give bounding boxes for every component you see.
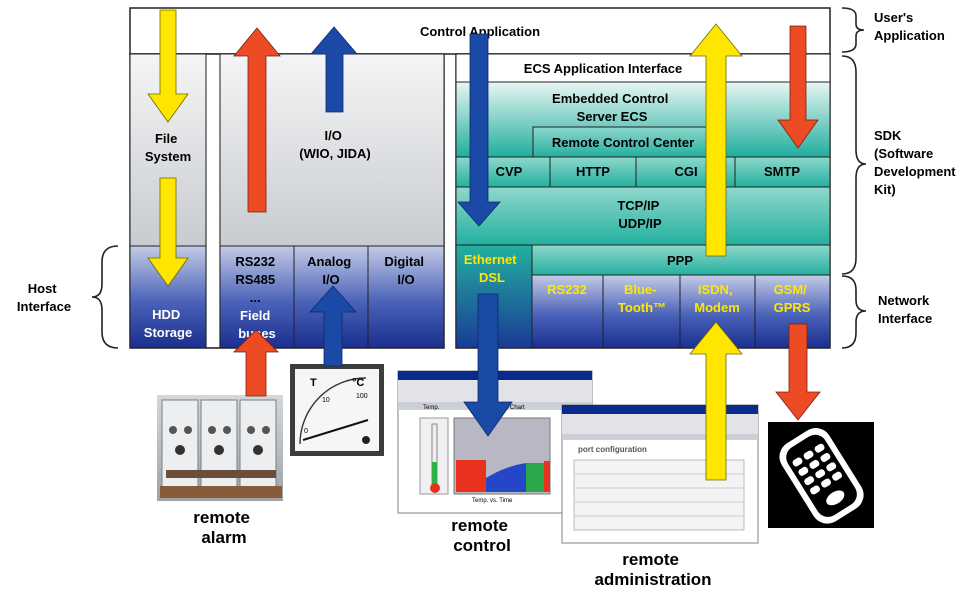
remote-alarm-photo [157,395,283,501]
interface-isdn: ISDN, Modem [694,282,740,315]
meter-up-arrow [309,285,357,367]
control-tab-chart: Chart [510,405,525,411]
digital-io-label: Digital I/O [384,254,427,287]
ethernet-label: Ethernet DSL [464,252,520,285]
ecs-server-label: Embedded Control Server ECS [552,91,672,124]
meter-label: T [310,377,317,389]
protocol-cvp: CVP [496,164,523,179]
file-system-down-arrow [147,9,189,123]
alarm-up-arrow [233,329,279,397]
meter-scale-high: 100 [356,393,368,400]
meter-unit: °C [352,377,364,389]
sdk-label: SDK (Software Development Kit) [874,128,959,197]
interface-gsm: GSM/ GPRS [774,282,811,315]
control-application-label: Control Application [420,24,540,39]
host-interface-label: Host Interface [17,281,71,314]
users-application-label: User's Application [874,10,945,43]
digital-io-box [367,245,445,349]
analog-meter: T °C 0 10 100 [290,364,384,456]
gsm-down-arrow [775,323,821,421]
protocol-cgi: CGI [674,164,697,179]
remote-administration-window: port configuration [561,404,759,544]
network-interface-row [531,274,831,349]
interface-bluetooth: Blue- Tooth™ [618,282,666,315]
ethernet-down-arrow [457,33,501,227]
protocol-row [455,156,831,188]
control-axis-label: Temp. vs. Time [472,498,513,504]
remote-control-down-arrow [463,293,513,437]
hdd-storage-label: HDD Storage [144,307,192,340]
protocol-smtp: SMTP [764,164,800,179]
file-system-label: File System [145,131,191,164]
meter-scale-low: 0 [304,428,308,435]
smtp-down-arrow [777,25,819,149]
meter-scale-mid: 10 [322,397,330,404]
host-interface-brace [91,245,119,349]
admin-window-title: port configuration [578,445,647,454]
network-interface-label: Network Interface [878,293,933,326]
remote-control-label: remote control [451,516,512,555]
ecs-interface-box [455,53,831,83]
io-blue-up-arrow [310,26,358,113]
admin-up-arrow [689,321,743,481]
remote-control-center-box [532,126,714,158]
analog-io-label: Analog I/O [307,254,355,287]
remote-administration-label: remote administration [594,550,711,589]
remote-control-center-label: Remote Control Center [552,135,694,150]
tcpip-label: TCP/IP UDP/IP [617,198,662,231]
ppp-label: PPP [667,253,693,268]
ppp-box [531,244,831,276]
storage-down-arrow [147,177,189,287]
sdk-brace [841,55,867,275]
remote-alarm-label: remote alarm [193,508,254,547]
network-interface-brace [841,275,867,349]
host-gap [207,55,219,347]
io-label: I/O (WIO, JIDA) [299,128,371,161]
interface-rs232: RS232 [547,282,587,297]
mobile-phone [768,422,874,528]
rs232-host-label: RS232 RS485 ... Field buses [235,254,278,341]
isdn-up-arrow [689,23,743,257]
io-up-arrow [233,27,281,213]
tcpip-box [455,186,831,246]
protocol-http: HTTP [576,164,610,179]
control-tab-temp: Temp. [423,405,440,411]
users-application-brace [841,7,865,53]
ecs-interface-label: ECS Application Interface [524,61,682,76]
